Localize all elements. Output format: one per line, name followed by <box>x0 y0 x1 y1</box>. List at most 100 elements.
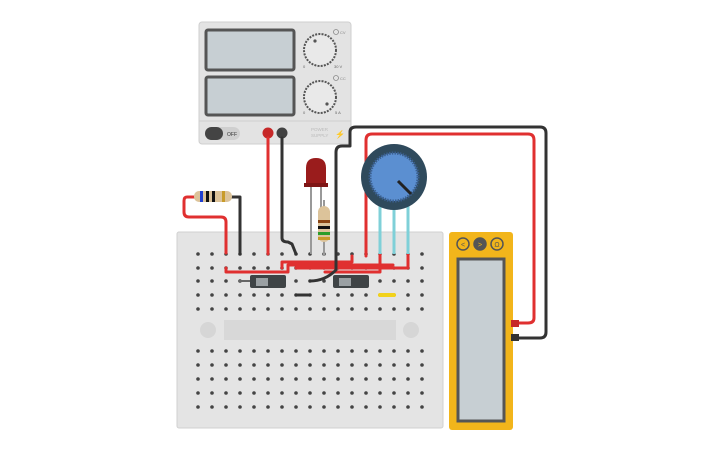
breadboard-hole[interactable] <box>252 391 256 395</box>
multimeter-probe-positive[interactable] <box>511 320 519 327</box>
breadboard-hole[interactable] <box>392 391 396 395</box>
multimeter[interactable]: <>Ω <box>449 232 519 430</box>
breadboard-hole[interactable] <box>238 391 242 395</box>
breadboard-hole[interactable] <box>210 293 214 297</box>
breadboard-hole[interactable] <box>266 349 270 353</box>
breadboard-hole[interactable] <box>350 293 354 297</box>
breadboard-hole[interactable] <box>308 405 312 409</box>
breadboard-hole[interactable] <box>406 377 410 381</box>
breadboard-hole[interactable] <box>406 293 410 297</box>
breadboard-hole[interactable] <box>266 307 270 311</box>
breadboard-hole[interactable] <box>210 252 214 256</box>
breadboard-hole[interactable] <box>280 363 284 367</box>
slide-switch-1-lever[interactable] <box>256 278 268 286</box>
breadboard-hole[interactable] <box>210 391 214 395</box>
current-mode-button[interactable]: Ω <box>490 237 504 251</box>
breadboard-hole[interactable] <box>420 293 424 297</box>
breadboard-hole[interactable] <box>378 307 382 311</box>
breadboard-hole[interactable] <box>392 363 396 367</box>
wire-resistor-right[interactable] <box>229 195 242 256</box>
wire-board-red-2[interactable] <box>280 254 354 270</box>
breadboard-hole[interactable] <box>420 405 424 409</box>
breadboard-hole[interactable] <box>224 363 228 367</box>
breadboard-hole[interactable] <box>336 293 340 297</box>
breadboard-hole[interactable] <box>294 391 298 395</box>
breadboard-hole[interactable] <box>252 307 256 311</box>
breadboard-hole[interactable] <box>196 307 200 311</box>
breadboard-hole[interactable] <box>378 391 382 395</box>
breadboard-hole[interactable] <box>378 405 382 409</box>
breadboard-hole[interactable] <box>364 293 368 297</box>
breadboard-hole[interactable] <box>224 349 228 353</box>
breadboard-hole[interactable] <box>420 252 424 256</box>
breadboard-hole[interactable] <box>420 349 424 353</box>
breadboard-hole[interactable] <box>280 377 284 381</box>
breadboard-hole[interactable] <box>196 349 200 353</box>
wire-board-red-1[interactable] <box>224 263 395 274</box>
breadboard-hole[interactable] <box>224 377 228 381</box>
wire-board-red-3[interactable] <box>294 252 410 270</box>
breadboard-hole[interactable] <box>406 349 410 353</box>
breadboard-hole[interactable] <box>322 377 326 381</box>
breadboard-hole[interactable] <box>420 266 424 270</box>
breadboard-hole[interactable] <box>420 363 424 367</box>
breadboard-hole[interactable] <box>322 405 326 409</box>
breadboard-hole[interactable] <box>420 307 424 311</box>
breadboard-hole[interactable] <box>322 363 326 367</box>
breadboard-hole[interactable] <box>252 266 256 270</box>
wire-resistor-left[interactable] <box>182 195 228 255</box>
breadboard-hole[interactable] <box>364 349 368 353</box>
breadboard-hole[interactable] <box>238 266 242 270</box>
resistor-2[interactable] <box>318 200 330 256</box>
breadboard-hole[interactable] <box>364 405 368 409</box>
breadboard-hole[interactable] <box>196 279 200 283</box>
breadboard-hole[interactable] <box>336 391 340 395</box>
multimeter-mode-buttons[interactable]: <>Ω <box>456 237 504 251</box>
breadboard-hole[interactable] <box>210 405 214 409</box>
breadboard-hole[interactable] <box>322 307 326 311</box>
breadboard-hole[interactable] <box>266 293 270 297</box>
breadboard-hole[interactable] <box>364 307 368 311</box>
slide-switch-1[interactable] <box>239 275 286 288</box>
current-knob[interactable] <box>303 80 337 114</box>
breadboard-hole[interactable] <box>210 266 214 270</box>
breadboard-hole[interactable] <box>280 252 284 256</box>
voltage-mode-button-circle[interactable] <box>456 237 470 251</box>
breadboard-hole[interactable] <box>364 391 368 395</box>
wire-multimeter-positive[interactable] <box>364 132 536 325</box>
breadboard-hole[interactable] <box>322 391 326 395</box>
breadboard-hole[interactable] <box>378 279 382 283</box>
breadboard-hole[interactable] <box>196 293 200 297</box>
breadboard-hole[interactable] <box>420 391 424 395</box>
current-mode-button-circle[interactable] <box>490 237 504 251</box>
breadboard-hole[interactable] <box>392 377 396 381</box>
breadboard-hole[interactable] <box>406 279 410 283</box>
negative-terminal[interactable] <box>276 127 288 139</box>
breadboard-hole[interactable] <box>266 363 270 367</box>
breadboard-hole[interactable] <box>406 363 410 367</box>
breadboard-hole[interactable] <box>196 252 200 256</box>
breadboard-hole[interactable] <box>308 377 312 381</box>
breadboard-hole[interactable] <box>224 391 228 395</box>
breadboard-hole[interactable] <box>420 377 424 381</box>
breadboard-hole[interactable] <box>252 405 256 409</box>
breadboard-hole[interactable] <box>406 391 410 395</box>
breadboard-hole[interactable] <box>308 349 312 353</box>
wire-supply-negative[interactable] <box>280 136 298 256</box>
breadboard-hole[interactable] <box>336 405 340 409</box>
breadboard-hole[interactable] <box>336 377 340 381</box>
power-supply[interactable]: 0 30 V CV 0 5 A CC OFF POWER SUPPLY ⚡ <box>198 21 352 145</box>
breadboard-hole[interactable] <box>196 377 200 381</box>
breadboard-hole[interactable] <box>308 307 312 311</box>
breadboard-hole[interactable] <box>392 307 396 311</box>
breadboard-hole[interactable] <box>238 377 242 381</box>
resistance-mode-button-circle[interactable] <box>473 237 487 251</box>
breadboard-hole[interactable] <box>238 405 242 409</box>
breadboard-hole[interactable] <box>350 307 354 311</box>
breadboard-hole[interactable] <box>406 405 410 409</box>
breadboard-hole[interactable] <box>280 293 284 297</box>
breadboard-hole[interactable] <box>252 377 256 381</box>
breadboard-hole[interactable] <box>252 363 256 367</box>
breadboard-hole[interactable] <box>308 363 312 367</box>
